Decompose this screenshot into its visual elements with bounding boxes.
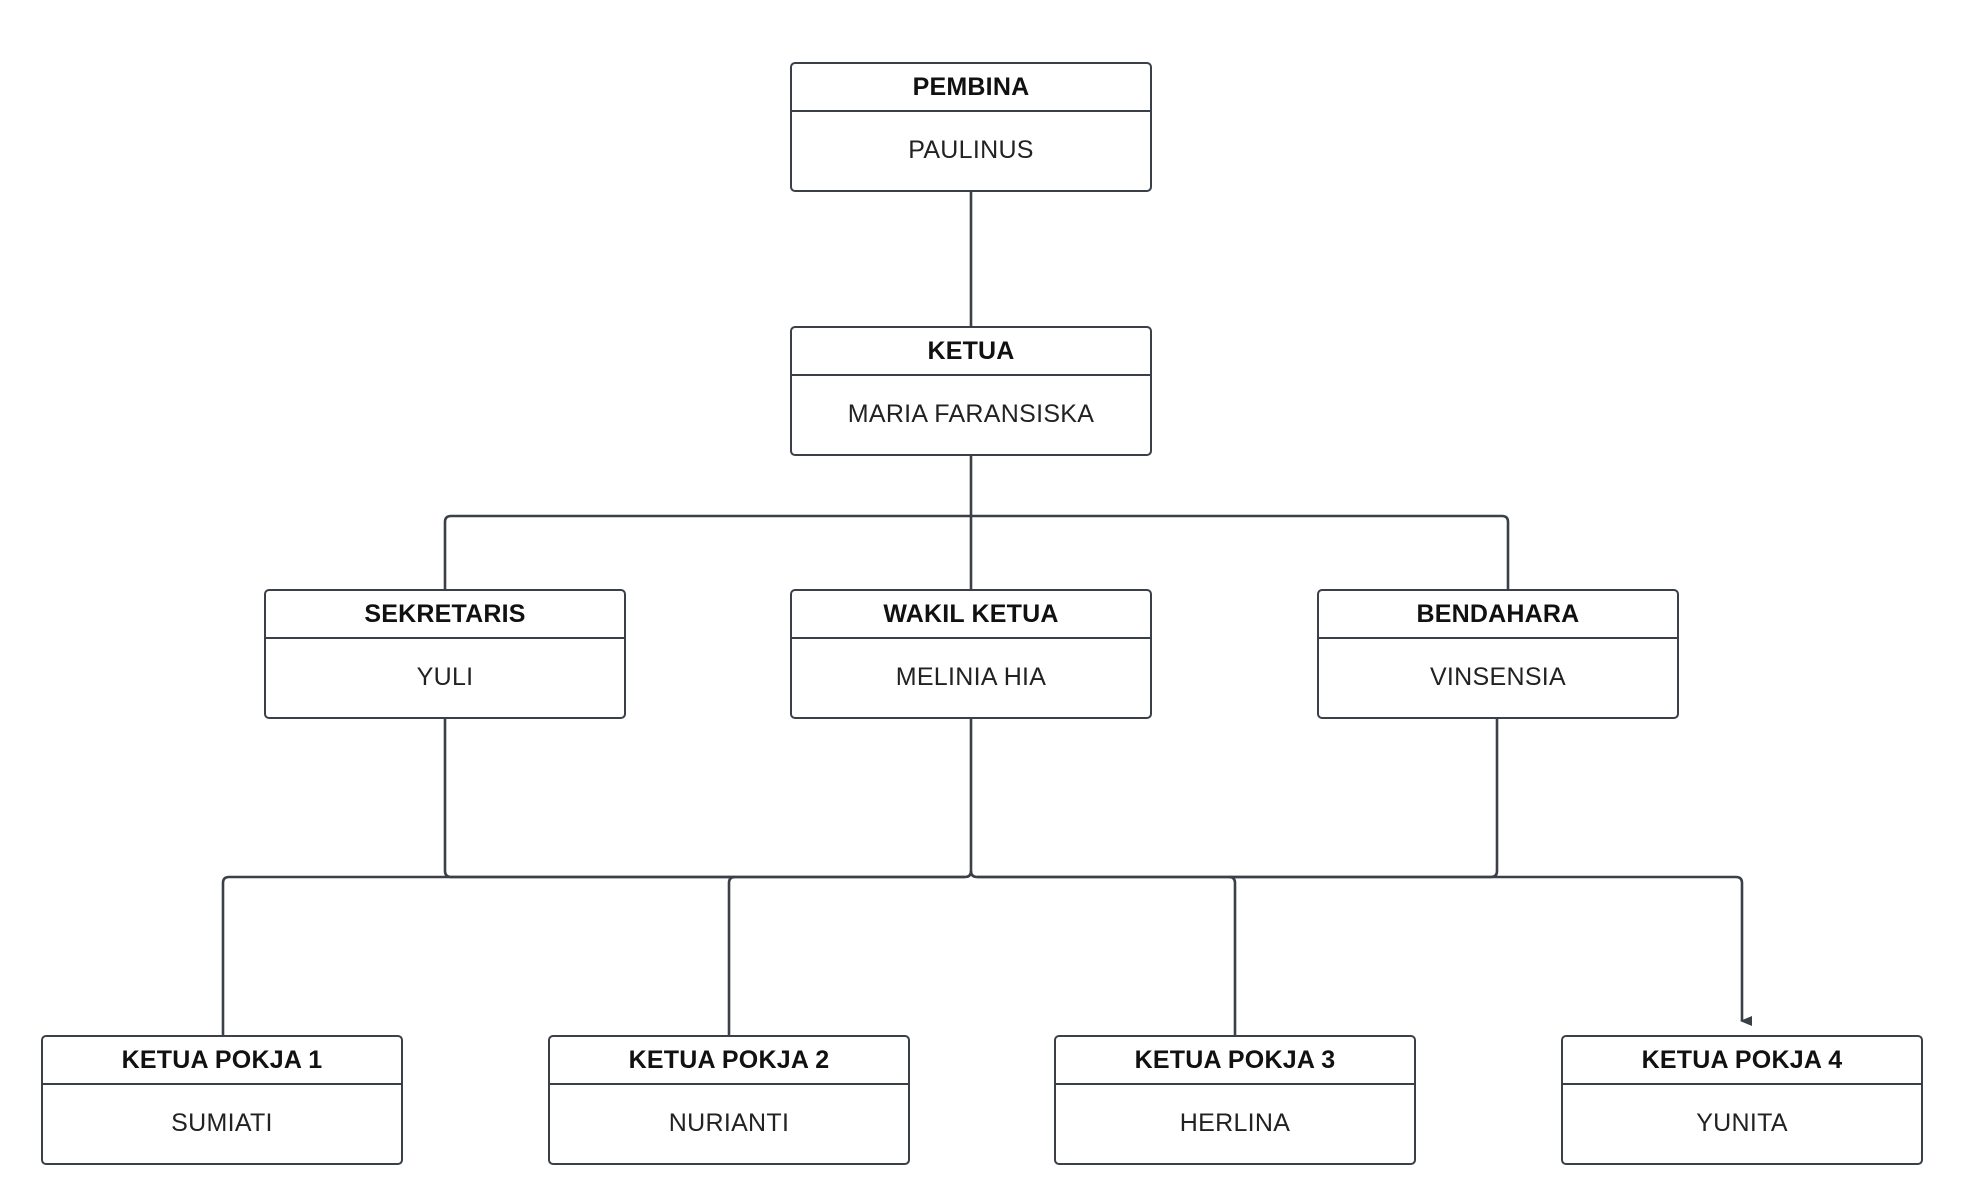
- node-pembina[interactable]: PEMBINA PAULINUS: [790, 62, 1152, 192]
- node-ketua-pokja-4[interactable]: KETUA POKJA 4 YUNITA: [1561, 1035, 1923, 1165]
- node-title: WAKIL KETUA: [792, 591, 1150, 639]
- node-name: HERLINA: [1179, 1109, 1291, 1137]
- node-bendahara[interactable]: BENDAHARA VINSENSIA: [1317, 589, 1679, 719]
- connector-bus-pokja2: [727, 875, 736, 1035]
- node-name: MARIA FARANSISKA: [847, 400, 1095, 428]
- node-name: YULI: [416, 663, 474, 691]
- connector-sekretaris-bus: [443, 719, 965, 879]
- node-name: SUMIATI: [171, 1109, 273, 1137]
- node-title: SEKRETARIS: [266, 591, 624, 639]
- node-ketua-pokja-1[interactable]: KETUA POKJA 1 SUMIATI: [41, 1035, 403, 1165]
- connector-ketua-bendahara: [971, 514, 1510, 589]
- node-sekretaris[interactable]: SEKRETARIS YULI: [264, 589, 626, 719]
- node-ketua-pokja-2[interactable]: KETUA POKJA 2 NURIANTI: [548, 1035, 910, 1165]
- node-ketua[interactable]: KETUA MARIA FARANSISKA: [790, 326, 1152, 456]
- node-name: MELINIA HIA: [895, 663, 1047, 691]
- node-name: NURIANTI: [668, 1109, 790, 1137]
- node-title: KETUA POKJA 1: [43, 1037, 401, 1085]
- connector-ketua-sekretaris: [443, 514, 971, 589]
- node-title: PEMBINA: [792, 64, 1150, 112]
- node-ketua-pokja-3[interactable]: KETUA POKJA 3 HERLINA: [1054, 1035, 1416, 1165]
- node-title: BENDAHARA: [1319, 591, 1677, 639]
- connector-bus-pokja3: [977, 875, 1237, 1035]
- node-title: KETUA POKJA 4: [1563, 1037, 1921, 1085]
- connector-bus-pokja4: [1229, 875, 1752, 1026]
- node-title: KETUA POKJA 2: [550, 1037, 908, 1085]
- node-name: YUNITA: [1696, 1109, 1788, 1137]
- connector-bus-pokja1: [221, 875, 965, 1035]
- node-name: VINSENSIA: [1429, 663, 1567, 691]
- connector-bendahara-bus: [977, 719, 1499, 879]
- connector-wakil-bus: [964, 719, 973, 879]
- node-name: PAULINUS: [908, 136, 1034, 164]
- node-title: KETUA POKJA 3: [1056, 1037, 1414, 1085]
- node-wakil-ketua[interactable]: WAKIL KETUA MELINIA HIA: [790, 589, 1152, 719]
- node-title: KETUA: [792, 328, 1150, 376]
